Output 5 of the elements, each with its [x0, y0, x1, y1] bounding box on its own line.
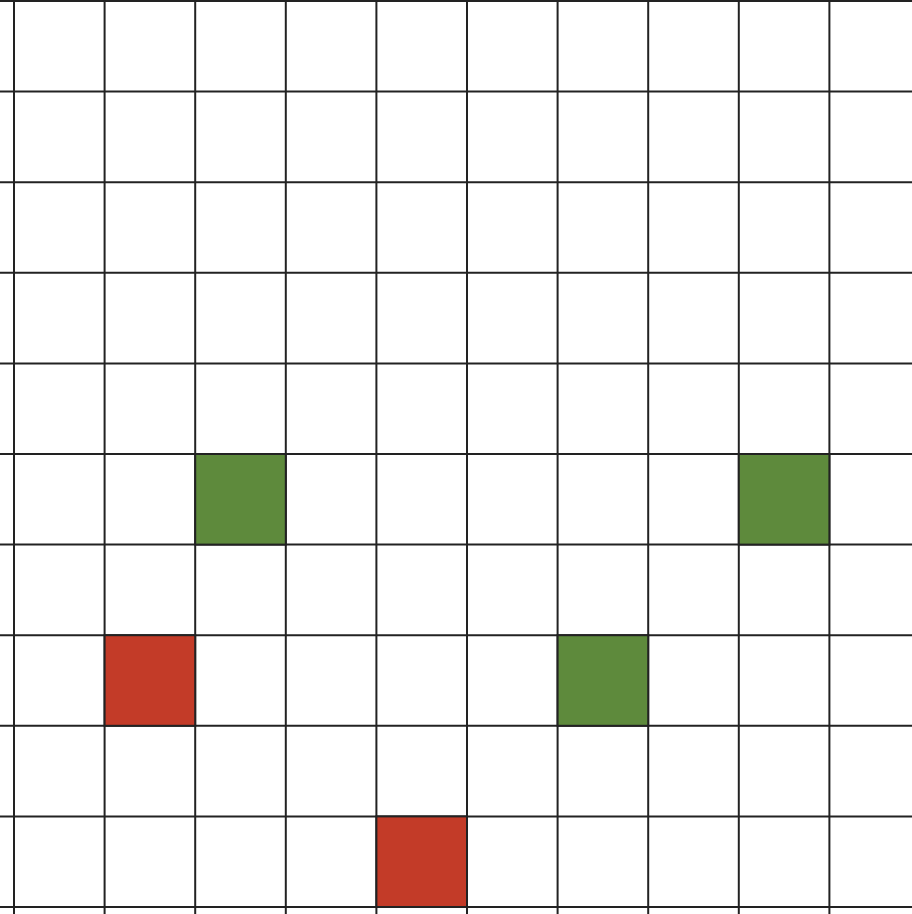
filled-cell: [103, 634, 197, 727]
filled-cell: [375, 815, 468, 908]
filled-cell: [737, 453, 831, 546]
filled-cell: [194, 453, 287, 546]
filled-cell: [556, 634, 650, 727]
